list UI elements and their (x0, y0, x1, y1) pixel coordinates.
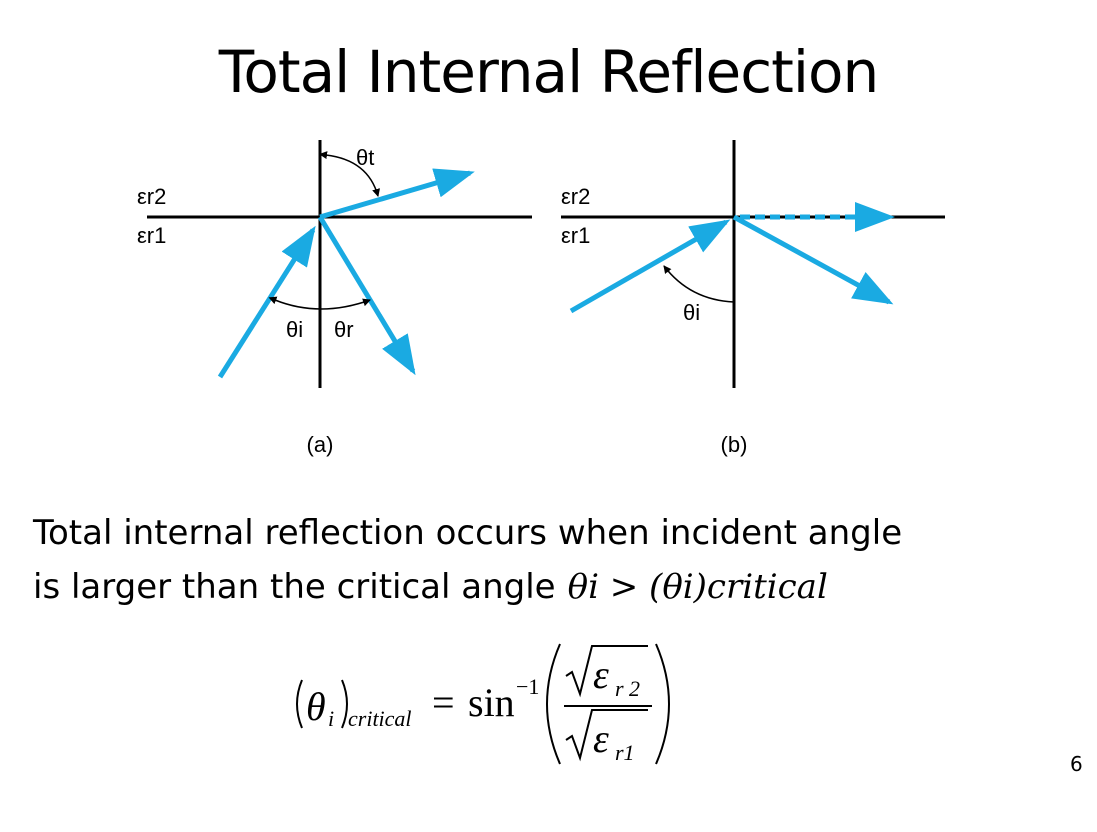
page-number: 6 (1070, 752, 1083, 776)
diagram-a: εr2 εr1 θt θi θr (a) (137, 140, 532, 457)
numerator-epsilon: ε (593, 652, 609, 697)
denominator-epsilon: ε (593, 716, 609, 761)
explanation-line-2: is larger than the critical angle θi > (θ… (33, 560, 902, 614)
lhs-theta: θ (306, 684, 326, 729)
explanation-text: Total internal reflection occurs when in… (33, 506, 902, 614)
lhs-subscript: critical (348, 706, 412, 731)
equals-sign: = (432, 680, 455, 725)
sin-exponent: −1 (516, 674, 539, 699)
numerator-subscript: r 2 (615, 676, 640, 701)
explanation-line-1: Total internal reflection occurs when in… (33, 513, 903, 553)
lhs-close-paren (341, 679, 348, 729)
theta-r-label: θr (334, 317, 354, 342)
critical-condition: θi > (θi)critical (567, 567, 828, 607)
reflected-ray-b (732, 214, 894, 305)
epsilon-r2-label-a: εr2 (137, 184, 166, 209)
incident-ray-b (569, 219, 731, 314)
incident-ray-a (217, 225, 316, 379)
theta-ir-arc (268, 296, 371, 310)
diagram-b: εr2 εr1 θi (b) (561, 140, 945, 457)
transmitted-ray-a (319, 168, 475, 220)
caption-b: (b) (721, 432, 748, 457)
numerator-sqrt (565, 645, 648, 698)
explanation-line-2-text: is larger than the critical angle (33, 567, 556, 607)
denominator-subscript: r1 (615, 740, 635, 765)
denominator-sqrt (565, 709, 648, 762)
slide-title: Total Internal Reflection (218, 38, 879, 106)
theta-i-label-a: θi (286, 317, 303, 342)
big-open-paren (546, 643, 561, 765)
theta-t-arc (319, 151, 380, 197)
reflection-diagram: εr2 εr1 θt θi θr (a) εr2 εr1 θi (b) (137, 140, 945, 457)
epsilon-r1-label-b: εr1 (561, 223, 590, 248)
lhs-open-paren (296, 679, 303, 729)
theta-i-label-b: θi (683, 300, 700, 325)
theta-i-arc-b (663, 265, 735, 303)
epsilon-r2-label-b: εr2 (561, 184, 590, 209)
lhs-sub-i: i (328, 706, 334, 731)
epsilon-r1-label-a: εr1 (137, 223, 166, 248)
caption-a: (a) (307, 432, 334, 457)
critical-angle-formula: θ i critical = sin −1 ε r 2 ε r1 (296, 643, 670, 765)
sin-function: sin (468, 680, 515, 725)
reflected-ray-a (317, 215, 416, 376)
big-close-paren (655, 643, 670, 765)
theta-t-label: θt (356, 145, 374, 170)
